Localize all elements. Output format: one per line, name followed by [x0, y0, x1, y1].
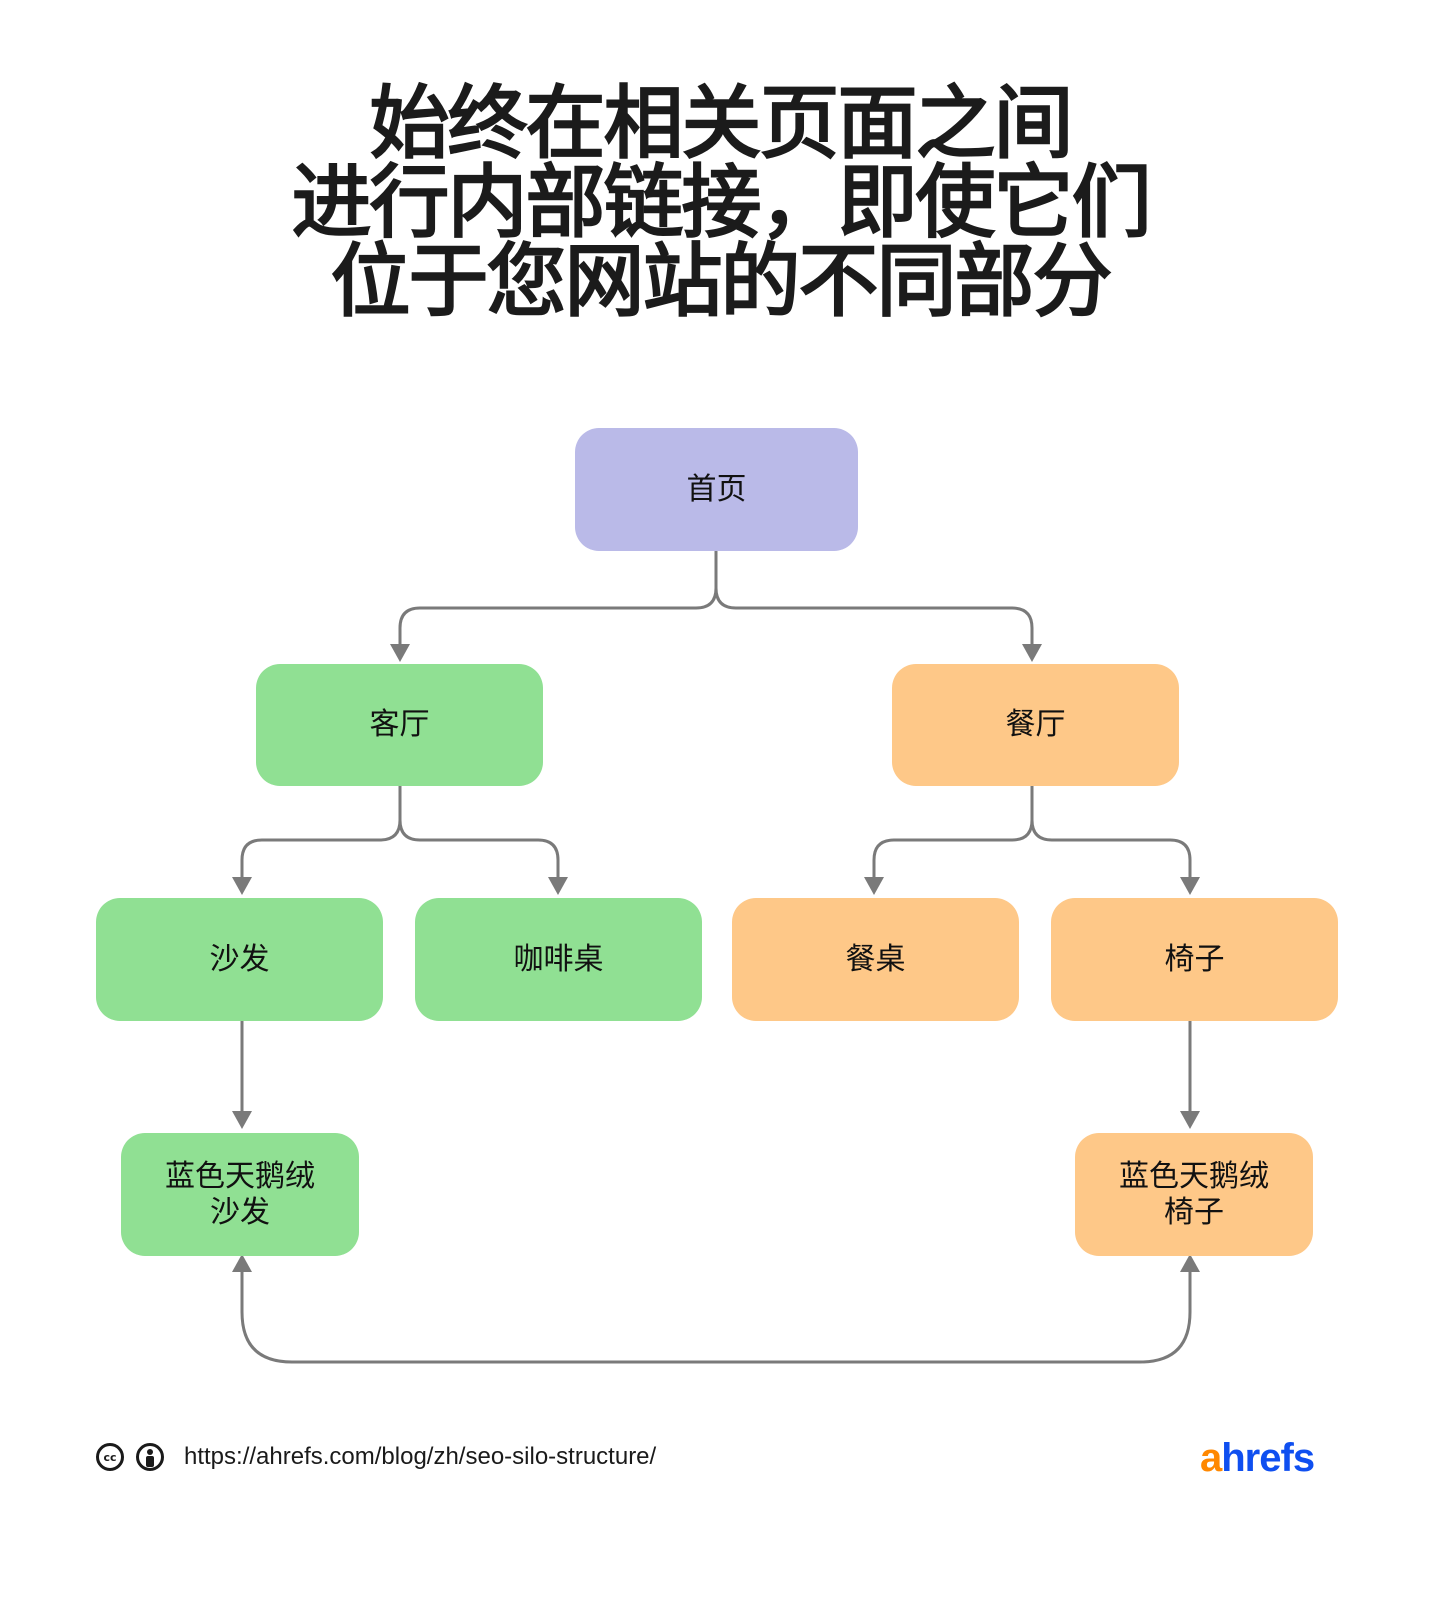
edge-living-coffee [398, 783, 560, 882]
node-blue-velvet-sofa: 蓝色天鹅绒 沙发 [121, 1133, 359, 1256]
node-blue-velvet-chair-line-1: 蓝色天鹅绒 [1119, 1158, 1269, 1194]
arrowhead-sofa [232, 877, 252, 895]
node-blue-velvet-chair: 蓝色天鹅绒 椅子 [1075, 1133, 1313, 1256]
node-coffee-table: 咖啡桌 [415, 898, 702, 1021]
arrowhead-coffee [548, 877, 568, 895]
arrowhead-bvsofa-top [232, 1111, 252, 1129]
node-chair-label: 椅子 [1164, 941, 1225, 977]
edge-home-dining [714, 548, 1034, 648]
edge-living-sofa [240, 783, 402, 882]
edge-bvsofa-bvchair [240, 1262, 1192, 1364]
ahrefs-logo: ahrefs [1200, 1436, 1315, 1481]
node-blue-velvet-sofa-line-2: 沙发 [210, 1194, 270, 1230]
node-dining-table: 餐桌 [732, 898, 1019, 1021]
node-blue-velvet-sofa-line-1: 蓝色天鹅绒 [165, 1158, 315, 1194]
edge-home-living [398, 548, 718, 648]
title-line-2: 进行内部链接，即使它们 [291, 156, 1152, 249]
logo-text-hrefs: hrefs [1221, 1436, 1315, 1480]
attribution-icon-body [146, 1456, 154, 1467]
arrowhead-bvchair-bottom [1180, 1254, 1200, 1272]
cc-icon-text: cc [103, 1450, 117, 1464]
arrowhead-bvsofa-bottom [232, 1254, 252, 1272]
arrowhead-living [390, 644, 410, 662]
node-living-room-label: 客厅 [369, 707, 430, 742]
title-line-3: 位于您网站的不同部分 [330, 235, 1113, 328]
arrowhead-bvchair-top [1180, 1111, 1200, 1129]
node-living-room: 客厅 [256, 664, 543, 786]
node-home-label: 首页 [686, 471, 747, 507]
arrowhead-table [864, 877, 884, 895]
footer: cc https://ahrefs.com/blog/zh/seo-silo-s… [96, 1443, 656, 1471]
title-line-1: 始终在相关页面之间 [369, 77, 1074, 170]
node-sofa-label: 沙发 [209, 941, 270, 977]
node-blue-velvet-chair-line-2: 椅子 [1164, 1194, 1224, 1230]
node-dining-room-label: 餐厅 [1005, 707, 1066, 742]
edge-dining-chair [1030, 783, 1192, 882]
attribution-icon-head [147, 1449, 153, 1455]
node-home: 首页 [575, 428, 858, 551]
node-coffee-table-label: 咖啡桌 [513, 941, 604, 977]
node-chair: 椅子 [1051, 898, 1338, 1021]
source-url[interactable]: https://ahrefs.com/blog/zh/seo-silo-stru… [184, 1443, 657, 1470]
node-dining-room: 餐厅 [892, 664, 1179, 786]
attribution-icon [136, 1443, 164, 1471]
node-sofa: 沙发 [96, 898, 383, 1021]
arrowhead-dining [1022, 644, 1042, 662]
arrowhead-chair [1180, 877, 1200, 895]
diagram-title: 始终在相关页面之间 进行内部链接，即使它们 位于您网站的不同部分 [0, 77, 1441, 328]
node-dining-table-label: 餐桌 [845, 941, 906, 977]
edge-dining-table [872, 783, 1034, 882]
logo-letter-a: a [1200, 1436, 1222, 1480]
cc-icon: cc [96, 1443, 124, 1471]
